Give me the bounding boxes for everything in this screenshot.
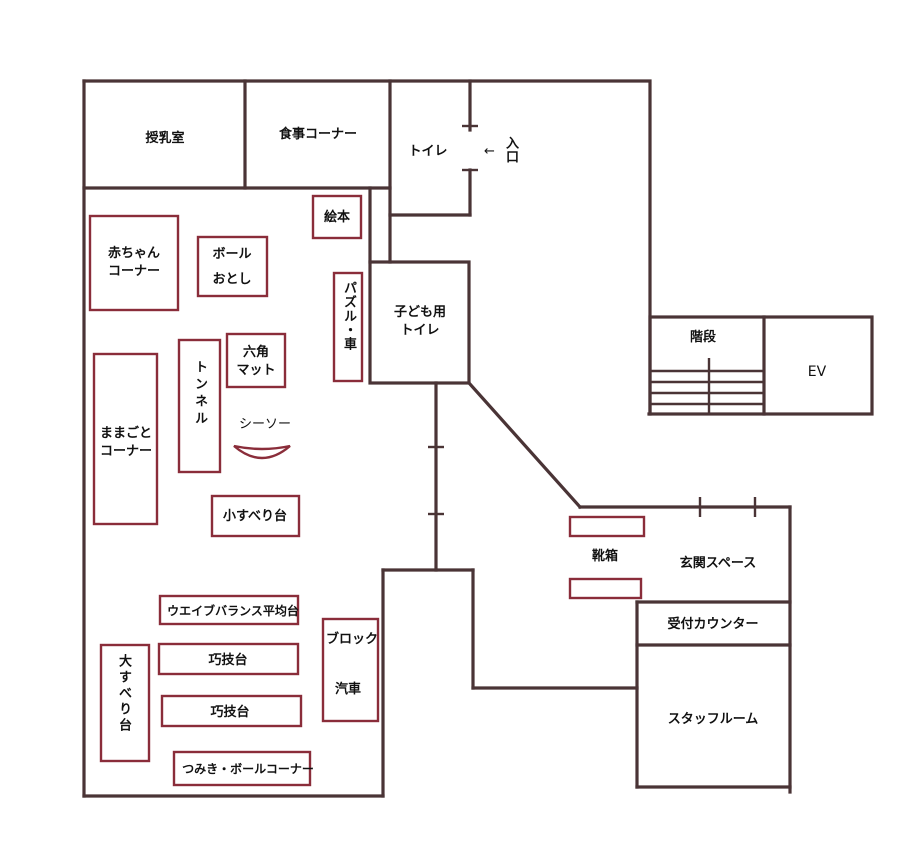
ball-drop-label: ボール おとし <box>212 243 251 292</box>
stairs-label: 階段 <box>689 330 717 345</box>
partition-wall <box>428 381 444 572</box>
shoe-box-label: 靴箱 <box>591 549 619 564</box>
playhouse-corner-line-2: コーナー <box>99 443 153 459</box>
playhouse-corner-line-1: ままごと <box>99 426 153 441</box>
stairs-ev-block <box>648 315 874 416</box>
hex-mat-line-2: マット <box>236 362 276 378</box>
entrance-label: 入口 <box>503 136 518 164</box>
elevator-label: EV <box>807 364 827 380</box>
wave-balance-beam-label: ウエイブバランス平均台 <box>167 604 299 618</box>
steam-train-label: 汽車 <box>334 682 362 697</box>
tunnel-label: トンネル <box>192 360 207 428</box>
baby-corner-line-1: 赤ちゃん <box>107 246 161 261</box>
agility-board-2-label: 巧技台 <box>210 705 250 720</box>
hex-mat-label: 六角 マット <box>236 344 275 379</box>
kids-toilet-room <box>368 260 471 385</box>
kids-toilet-label: 子ども用 トイレ <box>394 304 446 339</box>
kids-toilet-line-2: トイレ <box>400 322 440 338</box>
nursing-room-label: 授乳室 <box>145 131 185 146</box>
hex-mat-line-1: 六角 <box>242 345 270 360</box>
baby-corner-label: 赤ちゃん コーナー <box>108 245 160 280</box>
seesaw-label: シーソー <box>238 417 292 432</box>
dining-corner-label: 食事コーナー <box>278 127 358 142</box>
blocks-ball-corner-label: つみき・ボールコーナー <box>182 762 314 776</box>
block-label: ブロック <box>325 632 379 647</box>
big-slide-label: 大すべり台 <box>116 654 131 734</box>
diagonal-wall <box>466 380 583 510</box>
entrance-arrow-icon: ← <box>484 144 495 159</box>
furniture <box>88 194 646 787</box>
kids-toilet-line-1: 子ども用 <box>393 305 447 320</box>
agility-board-1-label: 巧技台 <box>208 653 248 668</box>
entrance-space-walls <box>578 497 792 794</box>
ball-drop-line-1: ボール <box>212 247 252 262</box>
playhouse-corner-label: ままごと コーナー <box>100 425 152 460</box>
baby-corner-line-2: コーナー <box>107 263 161 279</box>
toilet-label: トイレ <box>408 144 448 159</box>
ball-drop-line-2: おとし <box>212 271 252 287</box>
small-slide-label: 小すべり台 <box>222 509 288 524</box>
reception-counter-label: 受付カウンター <box>667 617 759 632</box>
top-room-walls <box>82 79 478 264</box>
puzzle-car-label: パズル・車 <box>341 281 356 351</box>
picture-books-label: 絵本 <box>323 210 351 225</box>
entrance-space-label: 玄関スペース <box>679 556 757 571</box>
staff-room-label: スタッフルーム <box>667 712 759 727</box>
